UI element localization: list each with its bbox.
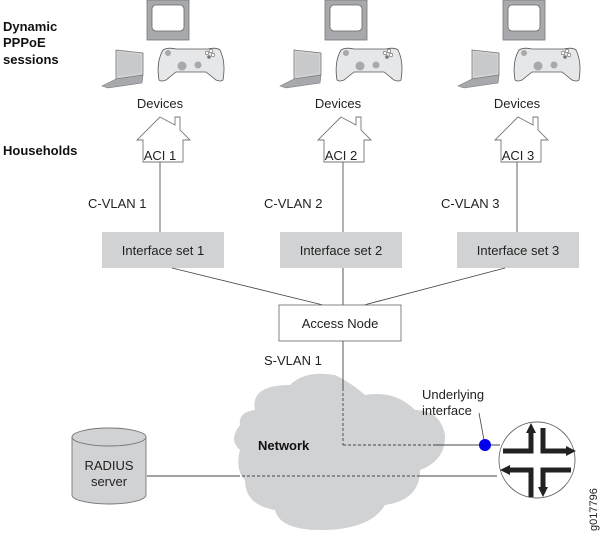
cvlan-label: C-VLAN 3	[441, 196, 500, 211]
cvlan-label: C-VLAN 2	[264, 196, 323, 211]
access-node-box	[278, 304, 402, 342]
aci-label: ACI 1	[144, 148, 177, 163]
row-label-sessions-2: PPPoE	[3, 35, 46, 50]
aci-label: ACI 2	[325, 148, 358, 163]
interface-set-label: Interface set 3	[477, 243, 559, 258]
figure-id: g017796	[588, 488, 600, 531]
cvlan-label: C-VLAN 1	[88, 196, 147, 211]
underlying-label-1: Underlying	[422, 387, 484, 402]
interface-set-box	[457, 232, 579, 268]
radius-label-1: RADIUS	[84, 458, 133, 473]
underlying-label-2: interface	[422, 403, 472, 418]
devices-label: Devices	[494, 96, 541, 111]
row-label-households: Households	[3, 143, 77, 158]
interface-set-box	[102, 232, 224, 268]
devices-icon-group	[457, 0, 581, 89]
aci-label: ACI 3	[502, 148, 535, 163]
devices-icon-group	[101, 0, 225, 89]
router-icon	[498, 421, 576, 499]
radius-server-icon	[71, 427, 147, 505]
devices-icon-group	[279, 0, 403, 89]
row-label-sessions-1: Dynamic	[3, 19, 57, 34]
interface-set-label: Interface set 1	[122, 243, 204, 258]
interface-set-box	[280, 232, 402, 268]
devices-label: Devices	[137, 96, 184, 111]
household-1: Devices ACI 1 C-VLAN 1 Interface set 1	[88, 0, 225, 268]
household-3: Devices ACI 3 C-VLAN 3 Interface set 3	[441, 0, 581, 268]
interface-set-label: Interface set 2	[300, 243, 382, 258]
radius-label-2: server	[91, 474, 128, 489]
network-label: Network	[258, 438, 310, 453]
interface-dot	[479, 439, 491, 451]
row-label-sessions-3: sessions	[3, 52, 59, 67]
svlan-label: S-VLAN 1	[264, 353, 322, 368]
network-cloud	[234, 373, 446, 530]
household-2: Devices ACI 2 C-VLAN 2 Interface set 2	[264, 0, 403, 268]
link-set3-access	[363, 267, 506, 306]
link-set1-access	[171, 267, 324, 306]
access-node-label: Access Node	[302, 316, 379, 331]
devices-label: Devices	[315, 96, 362, 111]
